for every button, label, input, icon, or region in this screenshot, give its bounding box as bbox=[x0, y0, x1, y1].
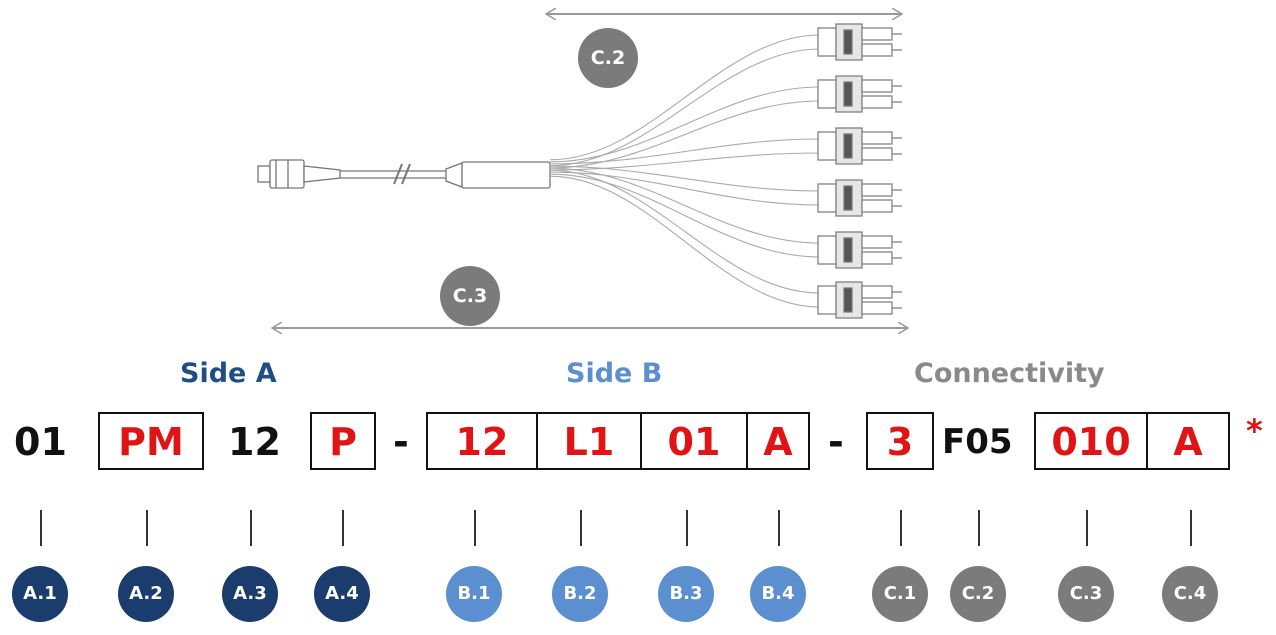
code-c-box: 010 A bbox=[1034, 412, 1230, 470]
side-b-header: Side B bbox=[566, 358, 663, 389]
breakout-fiber bbox=[549, 169, 821, 294]
breakout-fiber bbox=[549, 175, 821, 308]
badge-b4: B.4 bbox=[750, 566, 806, 622]
tick-a2 bbox=[146, 510, 148, 546]
badge-b3: B.3 bbox=[658, 566, 714, 622]
lc-ferrule bbox=[861, 235, 893, 249]
tick-a4 bbox=[342, 510, 344, 546]
lc-ferrule bbox=[861, 183, 893, 197]
connector-boot bbox=[817, 285, 837, 315]
breakout-fiber bbox=[549, 165, 821, 192]
connector-boot bbox=[817, 131, 837, 161]
breakout-fiber bbox=[549, 171, 821, 206]
asterisk-note: * bbox=[1246, 412, 1263, 450]
code-c3: 010 bbox=[1051, 420, 1131, 464]
code-b-separator bbox=[536, 414, 538, 468]
tick-b3 bbox=[686, 510, 688, 546]
lc-ferrule bbox=[861, 43, 893, 57]
code-b-separator bbox=[640, 414, 642, 468]
breakout-fiber bbox=[549, 100, 821, 169]
code-c2: F05 bbox=[942, 422, 1013, 462]
badge-a3: A.3 bbox=[222, 566, 278, 622]
connector-boot bbox=[817, 183, 837, 213]
badge-a2: A.2 bbox=[118, 566, 174, 622]
code-a2: PM bbox=[118, 420, 184, 464]
lc-ferrule bbox=[861, 147, 893, 161]
lc-ferrule bbox=[861, 131, 893, 145]
badge-c1: C.1 bbox=[872, 566, 928, 622]
side-a-header: Side A bbox=[180, 358, 277, 389]
code-b2: L1 bbox=[563, 420, 615, 464]
tick-b1 bbox=[474, 510, 476, 546]
code-b-box: 12 L1 01 A bbox=[426, 412, 810, 470]
tick-c2 bbox=[978, 510, 980, 546]
lc-ferrule bbox=[861, 79, 893, 93]
code-c-separator bbox=[1146, 414, 1148, 468]
badge-c3: C.3 bbox=[1058, 566, 1114, 622]
lc-ferrule bbox=[861, 27, 893, 41]
lc-ferrule bbox=[861, 285, 893, 299]
lc-ferrule bbox=[861, 251, 893, 265]
code-b1: 12 bbox=[455, 420, 509, 464]
breakout-fiber bbox=[549, 167, 821, 244]
lc-connector-latch bbox=[843, 237, 853, 263]
badge-a1: A.1 bbox=[12, 566, 68, 622]
code-c1: 3 bbox=[886, 420, 914, 464]
code-b3: 01 bbox=[667, 420, 721, 464]
tick-b4 bbox=[778, 510, 780, 546]
badge-b2: B.2 bbox=[552, 566, 608, 622]
breakout-fiber bbox=[549, 173, 821, 258]
breakout-fiber bbox=[549, 86, 821, 163]
lc-connector-latch bbox=[843, 29, 853, 55]
breakout-fiber bbox=[549, 138, 821, 165]
badge-b1: B.1 bbox=[446, 566, 502, 622]
lc-connector-latch bbox=[843, 133, 853, 159]
code-dash-2: - bbox=[828, 420, 844, 464]
tick-b2 bbox=[580, 510, 582, 546]
code-a3: 12 bbox=[228, 420, 281, 464]
code-a4: P bbox=[329, 420, 357, 464]
lc-ferrule bbox=[861, 301, 893, 315]
breakout-fiber bbox=[549, 34, 821, 161]
connector-boot bbox=[817, 235, 837, 265]
tick-c4 bbox=[1190, 510, 1192, 546]
code-a4-box: P bbox=[310, 412, 376, 470]
code-dash-1: - bbox=[393, 420, 409, 464]
lc-ferrule bbox=[861, 199, 893, 213]
tick-c3 bbox=[1086, 510, 1088, 546]
code-c1-box: 3 bbox=[866, 412, 934, 470]
badge-c4: C.4 bbox=[1162, 566, 1218, 622]
badge-c2: C.2 bbox=[950, 566, 1006, 622]
breakout-fiber bbox=[549, 152, 821, 171]
code-a2-box: PM bbox=[98, 412, 204, 470]
code-b-separator bbox=[746, 414, 748, 468]
code-c4: A bbox=[1173, 420, 1203, 464]
tick-a3 bbox=[250, 510, 252, 546]
connector-boot bbox=[817, 27, 837, 57]
badge-a4: A.4 bbox=[314, 566, 370, 622]
c2-dimension-badge: C.2 bbox=[578, 28, 638, 88]
c3-dimension-badge: C.3 bbox=[440, 266, 500, 326]
code-b4: A bbox=[763, 420, 793, 464]
connector-boot bbox=[817, 79, 837, 109]
tick-a1 bbox=[40, 510, 42, 546]
lc-ferrule bbox=[861, 95, 893, 109]
lc-connector-latch bbox=[843, 185, 853, 211]
tick-c1 bbox=[900, 510, 902, 546]
fanout-cable-icon bbox=[257, 0, 1276, 350]
lc-connector-latch bbox=[843, 287, 853, 313]
connectivity-header: Connectivity bbox=[914, 358, 1105, 389]
lc-connector-latch bbox=[843, 81, 853, 107]
code-a1: 01 bbox=[14, 420, 67, 464]
breakout-fiber bbox=[549, 48, 821, 167]
